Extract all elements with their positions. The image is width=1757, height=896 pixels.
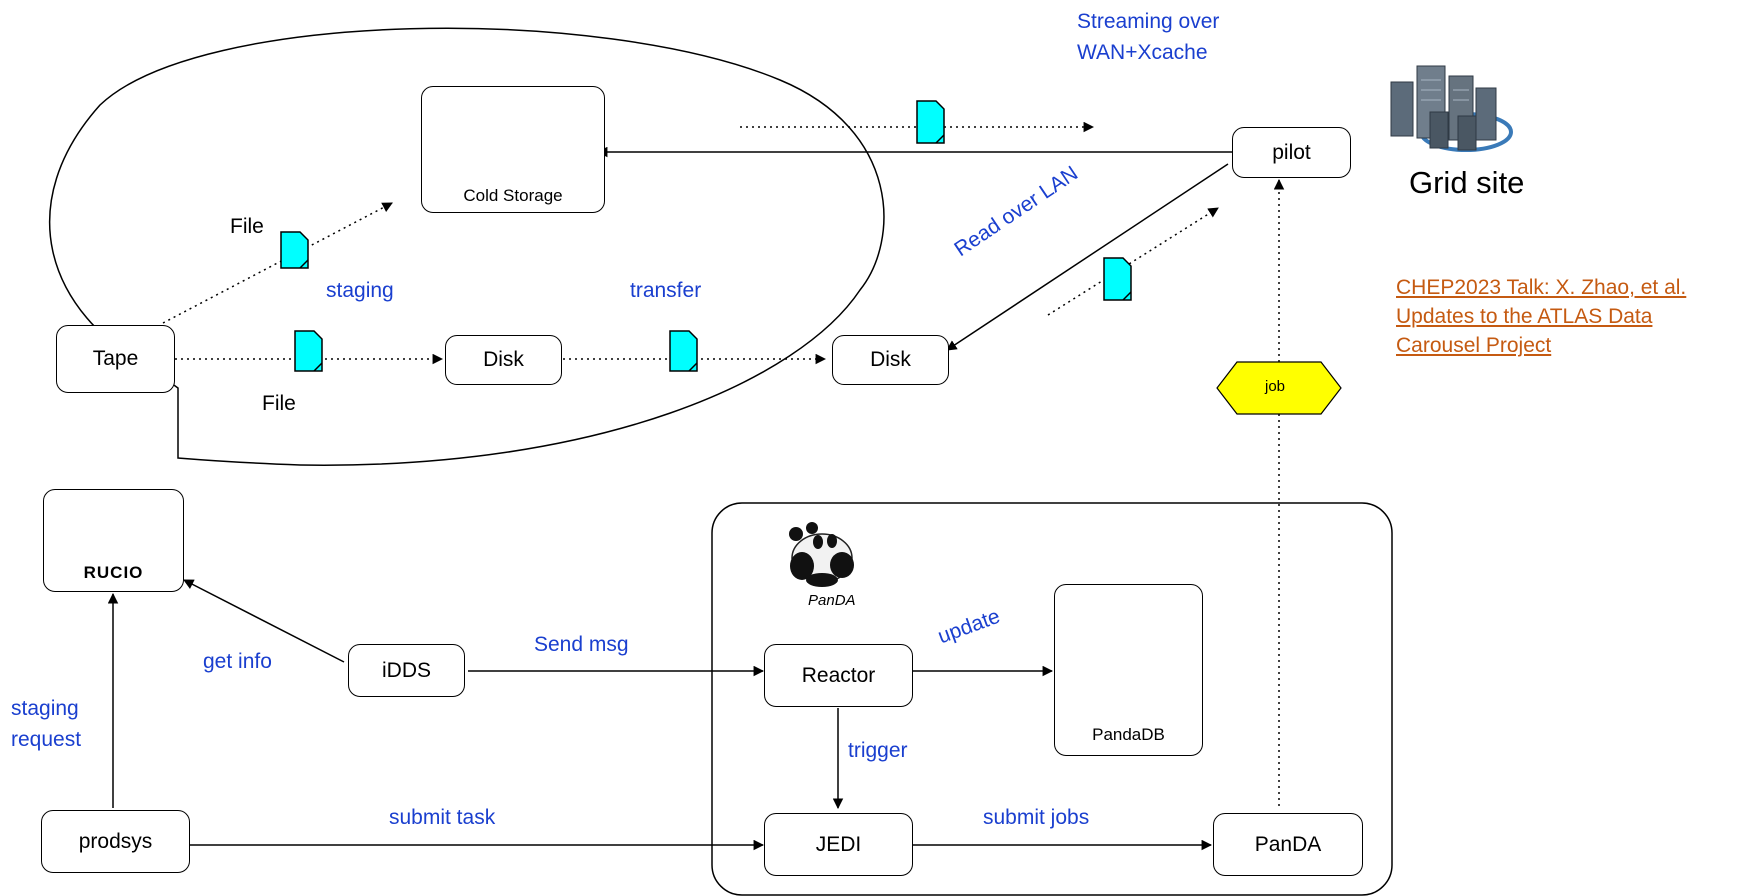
get-info-label: get info [203, 650, 272, 673]
prodsys-box[interactable]: prodsys [41, 810, 190, 873]
streaming-label-line2: WAN+Xcache [1077, 41, 1208, 64]
staging-disk-box[interactable]: Disk [445, 335, 562, 385]
rucio-box[interactable]: RUCIO [43, 489, 184, 592]
file-icon [916, 100, 945, 144]
reference-link[interactable]: CHEP2023 Talk: X. Zhao, et al. Updates t… [1396, 273, 1756, 360]
dotted-arrow-tape-to-cold-storage [162, 202, 393, 324]
tape-box[interactable]: Tape [56, 325, 175, 393]
file-icon [280, 231, 309, 269]
site-disk-box[interactable]: Disk [832, 335, 949, 385]
reference-line2: Updates to the ATLAS Data [1396, 305, 1653, 328]
tape-label: Tape [92, 347, 139, 370]
panda-label: PanDA [1254, 832, 1322, 856]
panda-logo-icon [789, 522, 854, 587]
pilot-box[interactable]: pilot [1232, 127, 1351, 178]
jedi-label: JEDI [815, 832, 862, 856]
send-msg-label: Send msg [534, 633, 629, 656]
grid-site-servers-icon [1390, 65, 1513, 152]
arrow-pilot-to-disk [946, 163, 1229, 351]
storage-bubble [48, 27, 885, 466]
pilot-label: pilot [1272, 140, 1311, 164]
cold-storage-box[interactable]: Cold Storage [421, 86, 605, 213]
submit-jobs-label: submit jobs [983, 806, 1090, 829]
reactor-label: Reactor [801, 663, 876, 687]
job-hexagon [1216, 361, 1342, 415]
job-label: job [1265, 378, 1286, 395]
staging-request-line1: staging [11, 697, 79, 720]
staging-request-line2: request [11, 728, 82, 751]
rucio-logo-text: RUCIO [83, 563, 144, 582]
arrow-idds-to-rucio [183, 579, 345, 663]
staging-disk-label: Disk [483, 348, 524, 371]
streaming-label-line1: Streaming over [1077, 10, 1220, 33]
prodsys-label: prodsys [78, 829, 153, 853]
transfer-label: transfer [630, 279, 702, 302]
site-disk-label: Disk [870, 348, 911, 371]
panda-logo-text: PanDA [808, 592, 856, 609]
reference-line1: CHEP2023 Talk: X. Zhao, et al. [1396, 276, 1687, 299]
submit-task-label: submit task [389, 806, 496, 829]
file-icon [294, 330, 323, 372]
pandadb-box[interactable]: PandaDB [1054, 584, 1203, 756]
file-label-bottom: File [262, 392, 296, 415]
dotted-arrow-read-lan [1047, 207, 1219, 316]
jedi-box[interactable]: JEDI [764, 813, 913, 876]
panda-system-container [711, 502, 1393, 896]
file-icon [669, 330, 698, 372]
reactor-box[interactable]: Reactor [764, 644, 913, 707]
trigger-label: trigger [848, 739, 908, 762]
grid-site-label: Grid site [1409, 165, 1525, 200]
idds-label: iDDS [381, 658, 431, 682]
cold-storage-label: Cold Storage [463, 186, 563, 205]
pandadb-label: PandaDB [1092, 725, 1165, 744]
panda-box[interactable]: PanDA [1213, 813, 1363, 876]
staging-label: staging [326, 279, 394, 302]
reference-line3: Carousel Project [1396, 334, 1552, 357]
file-icon [1103, 257, 1132, 301]
file-label-top: File [230, 215, 264, 238]
idds-box[interactable]: iDDS [348, 644, 465, 697]
